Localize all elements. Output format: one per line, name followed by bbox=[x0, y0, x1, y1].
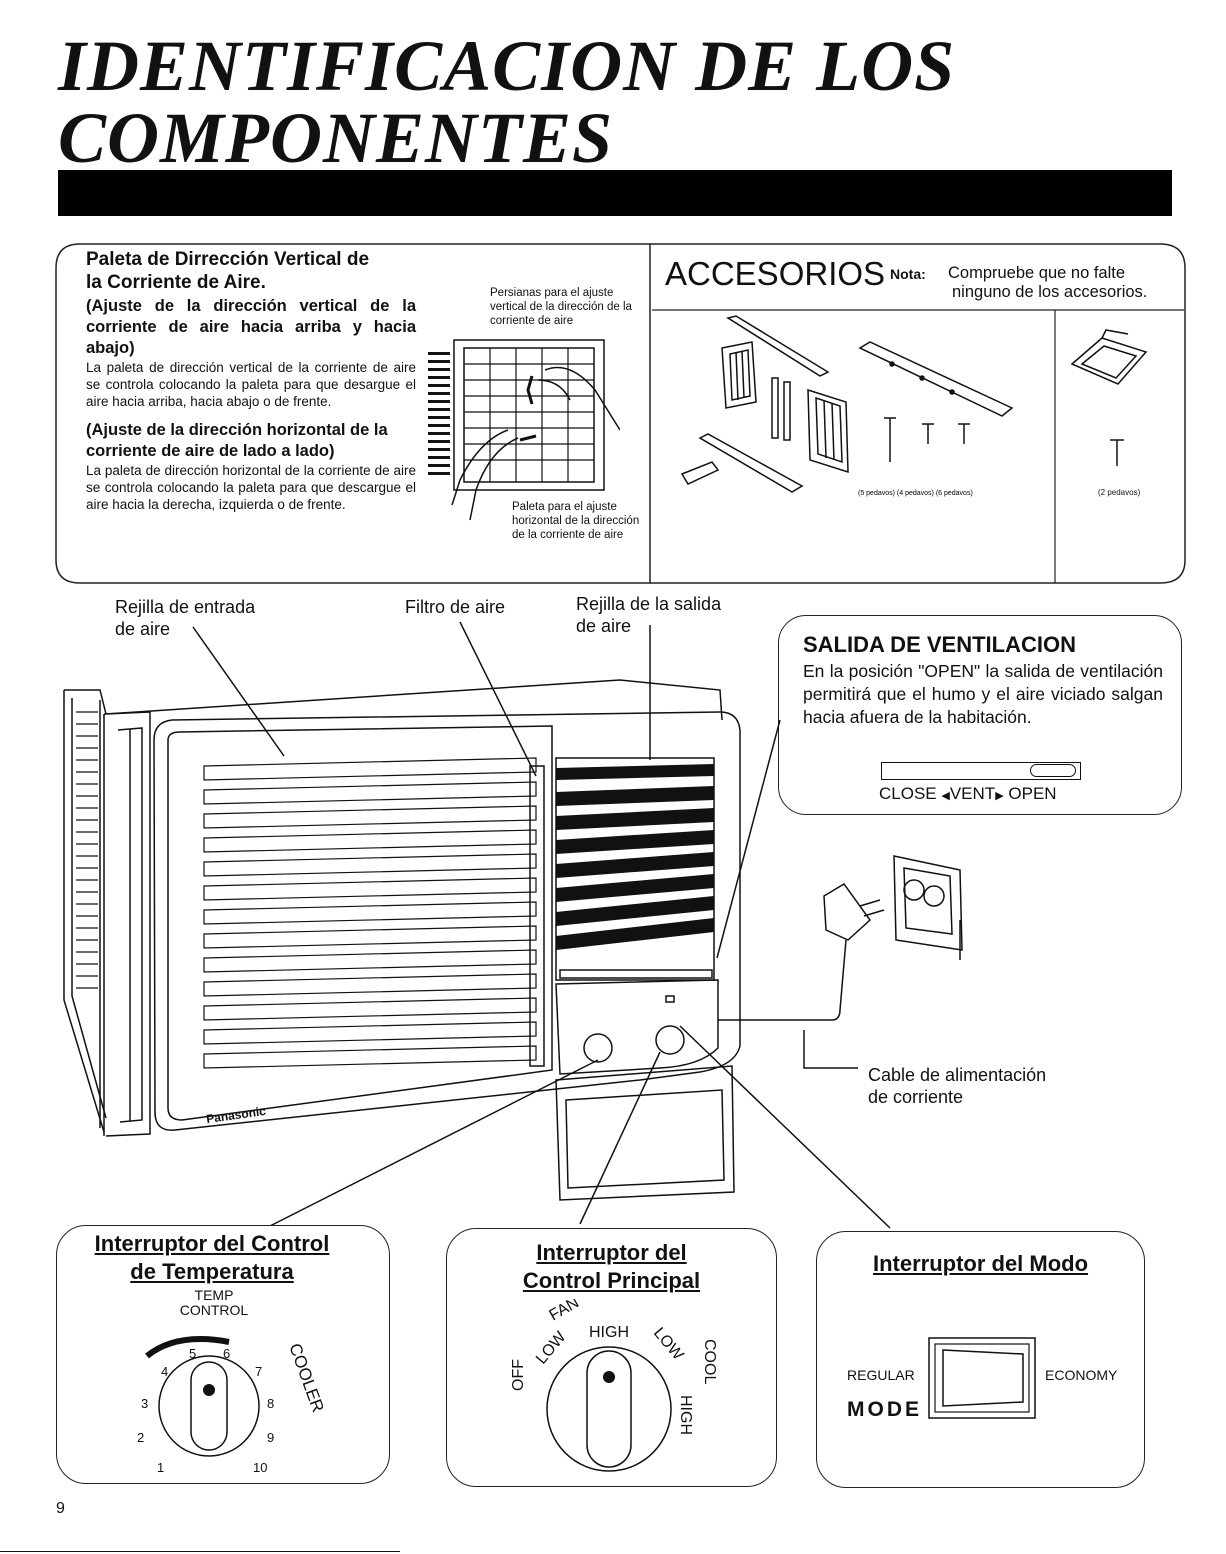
vertical-body: La paleta de dirección vertical de la co… bbox=[86, 360, 416, 409]
vent-close-label: CLOSE bbox=[879, 784, 937, 803]
left-arrow-icon: ◀ bbox=[941, 790, 950, 802]
filtro-label: Filtro de aire bbox=[405, 597, 506, 617]
cable-line-2: de corriente bbox=[868, 1087, 964, 1107]
nota-text-1: Compruebe que no falte bbox=[948, 264, 1126, 282]
high-right-label: HIGH bbox=[677, 1395, 694, 1435]
vertical-heading: (Ajuste de la dirección vertical de la c… bbox=[86, 297, 416, 357]
paleta-heading-2: la Corriente de Aire. bbox=[86, 272, 266, 293]
temp-number-4: 4 bbox=[161, 1364, 168, 1379]
nota-text-2: ninguno de los accesorios. bbox=[952, 283, 1148, 301]
nota-label: Nota: bbox=[890, 266, 926, 282]
nota-text: Compruebe que no falte ninguno de los ac… bbox=[948, 264, 1147, 302]
vent-slider-knob[interactable] bbox=[1030, 764, 1076, 777]
salida-title: SALIDA DE VENTILACION bbox=[803, 632, 1076, 657]
title-line-1: IDENTIFICACION DE LOS bbox=[58, 26, 956, 106]
bracket-illustration bbox=[1070, 329, 1148, 466]
main-title-1: Interruptor del bbox=[536, 1240, 687, 1265]
main-control-panel: Interruptor del Control Principal FAN HI… bbox=[446, 1228, 777, 1487]
vent-open-label: OPEN bbox=[1008, 784, 1057, 803]
temp-title-1: Interruptor del Control bbox=[94, 1231, 330, 1256]
rejilla-entrada-line-2: de aire bbox=[115, 619, 171, 639]
temp-title: Interruptor del Control de Temperatura bbox=[57, 1230, 367, 1286]
temp-number-9: 9 bbox=[267, 1430, 274, 1445]
rejilla-entrada-line-1: Rejilla de entrada bbox=[115, 597, 256, 617]
temp-number-1: 1 bbox=[157, 1460, 164, 1475]
rejilla-entrada-label: Rejilla de entrada de aire bbox=[115, 596, 255, 640]
paleta-heading-1: Paleta de Dirrección Vertical de bbox=[86, 249, 370, 270]
off-label: OFF bbox=[510, 1359, 527, 1391]
temp-number-7: 7 bbox=[255, 1364, 262, 1379]
low-right-label: LOW bbox=[650, 1325, 687, 1365]
page-title: IDENTIFICACION DE LOS COMPONENTES bbox=[58, 30, 955, 174]
vent-label: VENT bbox=[949, 784, 996, 803]
horizontal-heading: (Ajuste de la dirección horizontal de la… bbox=[86, 421, 388, 460]
fan-label: FAN bbox=[547, 1299, 582, 1324]
cable-label: Cable de alimentación de corriente bbox=[868, 1064, 1046, 1108]
temp-control-panel: Interruptor del Control de Temperatura T… bbox=[56, 1225, 390, 1484]
rejilla-salida-line-1: Rejilla de la salida bbox=[576, 594, 722, 614]
mode-label: MODE bbox=[847, 1398, 922, 1421]
temp-number-6: 6 bbox=[223, 1346, 230, 1361]
regular-label: REGULAR bbox=[847, 1367, 915, 1383]
page-number: 9 bbox=[56, 1500, 65, 1517]
economy-label: ECONOMY bbox=[1045, 1367, 1118, 1383]
screw-counts: (5 pedavos) (4 pedavos) (6 pedavos) bbox=[858, 490, 973, 497]
mode-switch[interactable] bbox=[927, 1336, 1039, 1420]
main-dial[interactable]: FAN HIGH LOW LOW COOL HIGH OFF bbox=[487, 1299, 747, 1479]
main-title-2: Control Principal bbox=[522, 1268, 701, 1293]
salida-body: En la posición "OPEN" la salida de venti… bbox=[803, 661, 1163, 727]
temp-number-5: 5 bbox=[189, 1346, 196, 1361]
louver-illustration bbox=[428, 339, 620, 521]
temp-title-2: de Temperatura bbox=[130, 1259, 294, 1284]
mode-panel: Interruptor del Modo REGULAR ECONOMY MOD… bbox=[816, 1231, 1145, 1488]
salida-panel: SALIDA DE VENTILACION En la posición "OP… bbox=[778, 615, 1182, 815]
mode-title: Interruptor del Modo bbox=[872, 1251, 1089, 1276]
rejilla-salida-line-2: de aire bbox=[576, 616, 632, 636]
temp-number-2: 2 bbox=[137, 1430, 144, 1445]
louvers-caption: Persianas para el ajuste vertical de la … bbox=[490, 287, 632, 327]
temp-dial[interactable]: 1 2 3 4 5 6 7 8 9 10 COOLER bbox=[117, 1326, 327, 1476]
rejilla-salida-label: Rejilla de la salida de aire bbox=[576, 593, 721, 637]
accessories-illustration: (5 pedavos) (4 pedavos) (6 pedavos) bbox=[680, 315, 1014, 497]
title-bar bbox=[58, 170, 1172, 216]
cable-line-1: Cable de alimentación bbox=[868, 1065, 1047, 1085]
cool-label: COOL bbox=[701, 1339, 718, 1384]
paleta-panel: Paleta de Dirrección Vertical de la Corr… bbox=[86, 248, 416, 513]
vent-legend: CLOSE ◀VENT▶ OPEN bbox=[879, 784, 1057, 804]
temp-number-8: 8 bbox=[267, 1396, 274, 1411]
right-arrow-icon: ▶ bbox=[995, 790, 1004, 802]
cooler-label: COOLER bbox=[285, 1341, 327, 1415]
vent-slider[interactable] bbox=[881, 762, 1081, 780]
temp-caption-1: TEMP bbox=[194, 1287, 234, 1303]
title-line-2: COMPONENTES bbox=[58, 98, 614, 178]
temp-number-3: 3 bbox=[141, 1396, 148, 1411]
bracket-count: (2 pedavos) bbox=[1098, 488, 1141, 497]
high-top-label: HIGH bbox=[589, 1324, 629, 1341]
temp-caption-2: CONTROL bbox=[179, 1302, 249, 1318]
paddle-caption: Paleta para el ajuste horizontal de la d… bbox=[512, 501, 640, 541]
main-title: Interruptor del Control Principal bbox=[447, 1239, 776, 1295]
temp-number-10: 10 bbox=[253, 1460, 267, 1475]
low-left-label: LOW bbox=[533, 1328, 570, 1368]
temp-dial-caption: TEMP CONTROL bbox=[169, 1288, 259, 1318]
accesorios-title: ACCESORIOS bbox=[665, 255, 886, 292]
horizontal-body: La paleta de dirección horizontal de la … bbox=[86, 463, 416, 512]
footer-rule bbox=[0, 1551, 400, 1552]
